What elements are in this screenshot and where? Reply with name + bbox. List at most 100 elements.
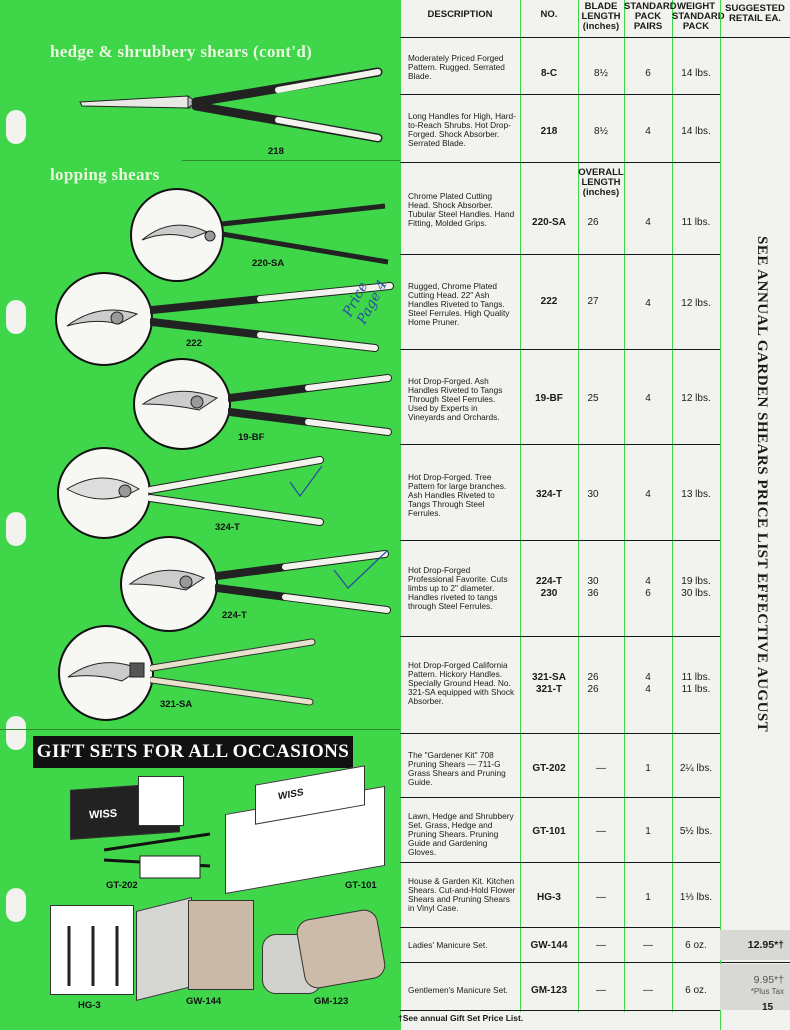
row-pack: 4 6 bbox=[645, 576, 651, 599]
lopper-220sa-handles bbox=[221, 203, 389, 265]
lopper-324t-handles bbox=[148, 456, 324, 526]
illustration-panel: hedge & shrubbery shears (cont'd) 218 lo… bbox=[0, 0, 400, 1030]
row-description: Long Handles for High, Hard-to-Reach Shr… bbox=[408, 111, 516, 148]
brand-label: WISS bbox=[278, 787, 304, 803]
row-pack: — bbox=[643, 940, 653, 951]
checkmark-icon bbox=[333, 549, 389, 589]
gift-sets-banner: GIFT SETS FOR ALL OCCASIONS bbox=[33, 736, 353, 768]
lopper-321sa-handles bbox=[150, 638, 316, 706]
row-weight: 12 lbs. bbox=[681, 393, 711, 404]
header-blade-length: BLADE LENGTH (inches) bbox=[581, 1, 621, 32]
punch-hole bbox=[6, 512, 26, 546]
header-no: NO. bbox=[540, 9, 558, 20]
label-gt101: GT-101 bbox=[345, 880, 377, 891]
row-number: HG-3 bbox=[537, 892, 561, 903]
label-hg3: HG-3 bbox=[78, 1000, 101, 1011]
lopper-19bf-image bbox=[133, 358, 231, 450]
row-number: GT-202 bbox=[532, 763, 566, 774]
row-description: Hot Drop-Forged. Ash Handles Riveted to … bbox=[408, 376, 503, 422]
row-weight: 11 lbs. 11 lbs. bbox=[681, 672, 711, 695]
row-number: 324-T bbox=[535, 489, 563, 500]
column-line bbox=[400, 0, 401, 1030]
divider bbox=[182, 160, 400, 161]
row-line bbox=[400, 349, 720, 350]
label-324t: 324-T bbox=[215, 522, 240, 533]
row-pack: 4 4 bbox=[645, 672, 651, 695]
gw144-case-image bbox=[188, 900, 254, 990]
section-title-hedge: hedge & shrubbery shears (cont'd) bbox=[50, 42, 313, 61]
price-gm123-value: 9.95*† bbox=[753, 974, 784, 986]
row-length: 30 bbox=[587, 489, 599, 500]
row-number: 8-C bbox=[540, 68, 558, 79]
row-description: Ladies' Manicure Set. bbox=[408, 940, 488, 950]
gt202-shears-image bbox=[103, 832, 211, 879]
header-standard-pack: STANDARD PACK PAIRS bbox=[624, 1, 677, 32]
label-gt202: GT-202 bbox=[106, 880, 138, 891]
row-line bbox=[400, 37, 720, 38]
column-line bbox=[624, 0, 625, 1012]
row-number: 220-SA bbox=[532, 217, 566, 228]
row-length: — bbox=[596, 826, 606, 837]
row-number: GM-123 bbox=[530, 985, 568, 996]
row-weight: 2¼ lbs. bbox=[679, 763, 713, 774]
row-pack: 4 bbox=[645, 489, 651, 500]
row-description: Hot Drop-Forged Professional Favorite. C… bbox=[408, 565, 508, 611]
row-number: GT-101 bbox=[532, 826, 566, 837]
label-gm123: GM-123 bbox=[314, 996, 349, 1007]
lopper-220sa-image bbox=[130, 188, 224, 282]
hg3-card-image bbox=[50, 905, 134, 995]
row-description: Chrome Plated Cutting Head. Shock Absorb… bbox=[408, 191, 515, 228]
checkmark-icon bbox=[289, 465, 323, 498]
header-description: DESCRIPTION bbox=[427, 9, 493, 20]
column-line bbox=[578, 0, 579, 1012]
page-number: 15 bbox=[762, 1002, 774, 1013]
row-weight: 19 lbs. 30 lbs. bbox=[681, 576, 711, 599]
row-line bbox=[400, 862, 720, 863]
row-number: 321-SA 321-T bbox=[532, 672, 566, 695]
row-number: 218 bbox=[540, 126, 558, 137]
label-gw144: GW-144 bbox=[186, 996, 222, 1007]
row-line bbox=[400, 540, 720, 541]
row-pack: 4 bbox=[645, 298, 651, 309]
row-weight: 13 lbs. bbox=[681, 489, 711, 500]
row-pack: 4 bbox=[645, 393, 651, 404]
row-description: The "Gardener Kit" 708 Pruning Shears — … bbox=[408, 750, 506, 787]
row-weight: 6 oz. bbox=[685, 940, 707, 951]
row-line bbox=[400, 733, 720, 734]
row-length: 25 bbox=[587, 393, 599, 404]
punch-hole bbox=[6, 110, 26, 144]
row-pack: — bbox=[643, 985, 653, 996]
label-19bf: 19-BF bbox=[238, 432, 265, 443]
row-length: 26 26 bbox=[587, 672, 599, 695]
row-line bbox=[720, 37, 790, 38]
label-224t: 224-T bbox=[222, 610, 247, 621]
lopper-19bf-handles bbox=[228, 374, 392, 436]
column-line bbox=[672, 0, 673, 1012]
row-description: Hot Drop-Forged California Pattern. Hick… bbox=[408, 660, 515, 706]
row-length: 27 bbox=[587, 296, 599, 307]
row-number: 222 bbox=[540, 296, 558, 307]
row-weight: 11 lbs. bbox=[681, 217, 711, 228]
row-description: Moderately Priced Forged Pattern. Rugged… bbox=[408, 53, 505, 81]
row-line bbox=[400, 636, 720, 637]
lopper-222-handles bbox=[150, 282, 394, 352]
row-pack: 4 bbox=[645, 126, 651, 137]
divider bbox=[0, 729, 400, 730]
section-title-lopping: lopping shears bbox=[50, 165, 160, 184]
row-line bbox=[400, 1010, 720, 1011]
row-length: — bbox=[596, 940, 606, 951]
row-line bbox=[400, 162, 720, 163]
row-weight: 5½ lbs. bbox=[679, 826, 713, 837]
row-line bbox=[400, 797, 720, 798]
punch-hole bbox=[6, 300, 26, 334]
footer-note: †See annual Gift Set Price List. bbox=[398, 1013, 524, 1023]
gw144-case-cover-image bbox=[136, 897, 192, 1001]
label-218: 218 bbox=[268, 146, 284, 157]
price-gw144: 12.95*† bbox=[720, 930, 790, 960]
column-line bbox=[520, 0, 521, 1012]
row-length: — bbox=[596, 892, 606, 903]
label-321sa: 321-SA bbox=[160, 699, 193, 710]
row-length: 26 bbox=[587, 217, 599, 228]
row-weight: 12 lbs. bbox=[681, 298, 711, 309]
row-line bbox=[400, 254, 720, 255]
